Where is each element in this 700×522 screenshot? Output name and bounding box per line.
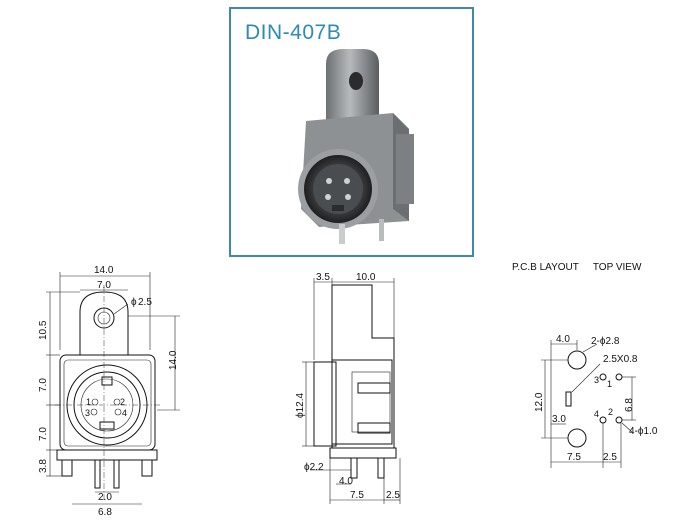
model-title: DIN-407B — [245, 21, 342, 44]
front-base-dim: 6.8 — [98, 507, 112, 518]
pcb-hole-phi: ϕ — [600, 336, 606, 347]
front-width-dim: 14.0 — [94, 265, 114, 276]
side-pin-phi: ϕ — [304, 462, 310, 473]
pcb-layout-view: 4.0 2-ϕ2.8 2.5X0.8 12.0 6.8 3.0 4-ϕ1.0 7… — [534, 334, 658, 468]
side-d2-dim: 10.0 — [356, 272, 376, 283]
side-diameter-value: 12.4 — [295, 392, 306, 412]
side-b3-dim: 2.5 — [386, 490, 400, 501]
side-pin-dim: ϕ2.2 — [304, 462, 324, 473]
front-hole-phi: ϕ — [131, 297, 137, 308]
front-pin-2: 2 — [120, 397, 125, 407]
pcb-title: P.C.B LAYOUT TOP VIEW — [512, 262, 655, 273]
side-diameter-phi: ϕ — [295, 412, 306, 418]
pcb-pins-count: 4- — [629, 426, 638, 437]
front-hole-dim: 2.5 — [138, 297, 152, 308]
product-photo-frame: DIN-407B — [229, 7, 474, 257]
front-lower-dim: 7.0 — [38, 427, 49, 441]
front-top-height-dim: 10.5 — [38, 320, 49, 340]
pcb-pin-dim: 4-ϕ1.0 — [629, 426, 658, 437]
pcb-slot-dim: 2.5X0.8 — [603, 354, 638, 365]
front-pin-3: 3 — [85, 408, 90, 418]
pcb-gap-dim: 2.5 — [603, 452, 617, 463]
front-view: 14.0 7.0 ϕ 2.5 10.5 14.0 7.0 7.0 3.8 2.0… — [38, 265, 180, 518]
pcb-pin-3: 3 — [594, 375, 599, 385]
side-b1-dim: 4.0 — [339, 476, 353, 487]
pcb-pin-4: 4 — [594, 409, 599, 419]
front-pin-span-dim: 2.0 — [98, 492, 112, 503]
pcb-base-dim: 7.5 — [567, 452, 581, 463]
pcb-offset-dim: 3.0 — [552, 414, 566, 425]
front-pin-1: 1 — [86, 397, 91, 407]
front-upper-dim: 7.0 — [38, 378, 49, 392]
side-diameter-dim: ϕ12.4 — [295, 392, 306, 418]
top-view-label: TOP VIEW — [592, 262, 642, 273]
side-view: 3.5 10.0 ϕ12.4 ϕ2.2 4.0 7.5 2.5 — [295, 272, 400, 504]
pcb-pin-1: 1 — [607, 379, 612, 389]
pcb-layout-label: P.C.B LAYOUT — [512, 262, 579, 273]
pcb-pin-value: 1.0 — [644, 426, 658, 437]
pcb-top-dim: 4.0 — [556, 334, 570, 345]
front-pin-4: 4 — [122, 408, 127, 418]
connector-photo — [298, 49, 414, 244]
pcb-hole-value: 2.8 — [606, 336, 620, 347]
pcb-holes-count: 2- — [591, 336, 600, 347]
pcb-pitch-dim: 6.8 — [624, 398, 635, 412]
pcb-height-dim: 12.0 — [534, 392, 545, 412]
pcb-hole-dim: 2-ϕ2.8 — [591, 336, 620, 347]
front-half-width-dim: 7.0 — [97, 280, 111, 291]
front-leg-dim: 3.8 — [38, 459, 49, 473]
pcb-pin-phi: ϕ — [638, 426, 644, 437]
side-pin-value: 2.2 — [310, 462, 324, 473]
pcb-pin-2: 2 — [608, 407, 613, 417]
side-b2-dim: 7.5 — [350, 490, 364, 501]
side-d1-dim: 3.5 — [316, 272, 330, 283]
front-mid-height-dim: 14.0 — [168, 350, 179, 370]
